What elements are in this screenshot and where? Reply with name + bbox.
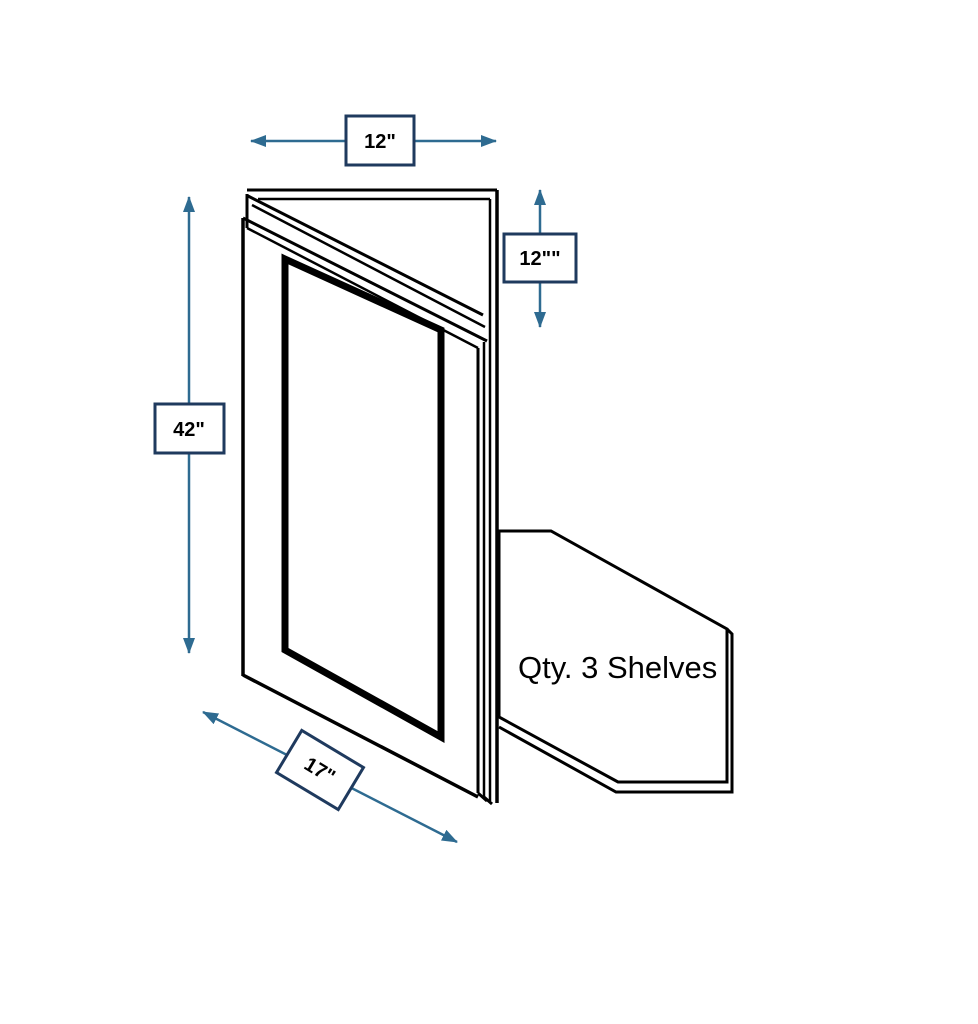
- height-left-label-box: [153, 402, 226, 455]
- dimension-width-top: 12": [250, 114, 497, 167]
- depth-front-label-box: [274, 728, 366, 812]
- bottom-tip-2: [483, 795, 493, 806]
- width-top-label: 12": [364, 131, 396, 153]
- dimension-height-left: 42": [153, 196, 226, 654]
- shelf-top-face: [497, 529, 729, 784]
- dimension-depth-right: 12"": [502, 189, 578, 328]
- face-top-diagonal-1: [247, 194, 484, 317]
- width-top-label-box: [344, 114, 416, 167]
- face-top-diagonal-2: [251, 203, 486, 329]
- height-left-label: 42": [173, 419, 205, 441]
- door-panel: [281, 253, 445, 743]
- shelf-drawing: [497, 529, 734, 794]
- face-top-diagonal-3: [242, 216, 488, 343]
- cabinet-drawing: [241, 188, 499, 806]
- depth-right-label-box: [502, 232, 578, 284]
- dimension-depth-front: 17": [202, 710, 458, 844]
- shelf-thickness-edge: [498, 627, 734, 794]
- depth-front-label-group: 17": [274, 728, 366, 812]
- shelf-quantity-note: Qty. 3 Shelves: [518, 650, 717, 685]
- depth-right-label: 12"": [519, 248, 560, 270]
